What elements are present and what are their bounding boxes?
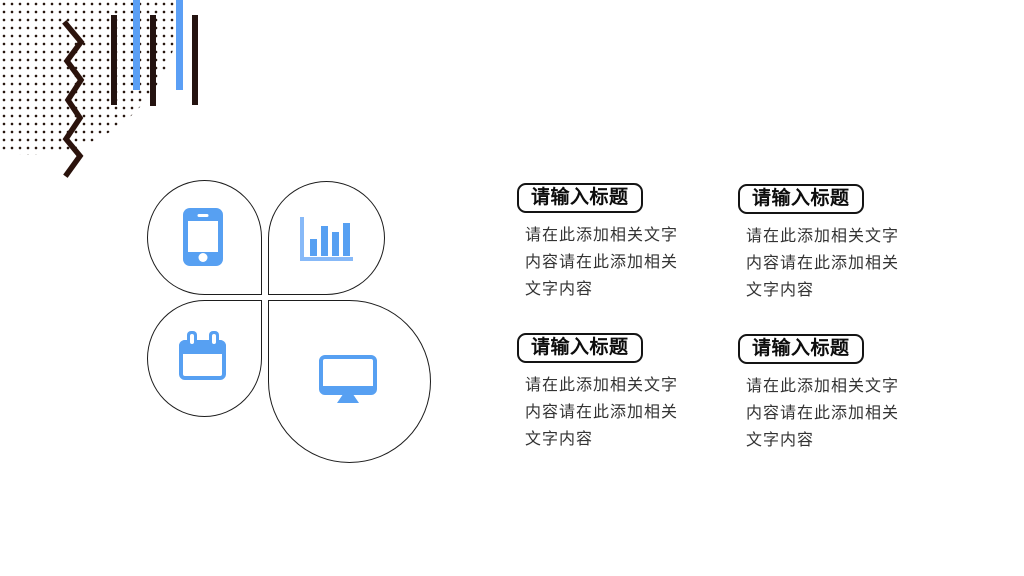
- content-block-3: 请输入标题 请在此添加相关文字内容请在此添加相关文字内容: [517, 333, 707, 453]
- content-block-2: 请输入标题 请在此添加相关文字内容请在此添加相关文字内容: [738, 184, 928, 304]
- decor-bar-blue-1: [133, 0, 140, 90]
- chart-bar-4: [343, 223, 350, 256]
- chart-bar-1: [310, 239, 317, 256]
- monitor-icon: [319, 355, 377, 403]
- chart-bar-3: [332, 232, 339, 256]
- decor-bar-blue-2: [176, 0, 183, 90]
- calendar-ring-left: [187, 331, 197, 348]
- calendar-ring-right: [209, 331, 219, 348]
- monitor-stand: [337, 394, 359, 403]
- title-placeholder-2[interactable]: 请输入标题: [738, 184, 864, 214]
- phone-screen: [188, 221, 218, 252]
- phone-speaker: [197, 214, 209, 217]
- bar-chart-icon: [300, 215, 355, 261]
- halftone-dots-decoration: [0, 0, 180, 155]
- body-placeholder-3[interactable]: 请在此添加相关文字内容请在此添加相关文字内容: [525, 377, 679, 448]
- decor-bar-dark-1: [111, 15, 117, 105]
- title-placeholder-1[interactable]: 请输入标题: [517, 183, 643, 213]
- body-placeholder-2[interactable]: 请在此添加相关文字内容请在此添加相关文字内容: [746, 228, 900, 299]
- monitor-screen: [319, 355, 377, 395]
- content-block-1: 请输入标题 请在此添加相关文字内容请在此添加相关文字内容: [517, 183, 707, 303]
- content-block-4: 请输入标题 请在此添加相关文字内容请在此添加相关文字内容: [738, 334, 928, 454]
- chart-bar-2: [321, 226, 328, 256]
- chart-axis-y: [300, 217, 304, 261]
- decor-bar-dark-2: [150, 15, 156, 106]
- phone-home-button: [198, 253, 208, 262]
- smartphone-icon: [183, 208, 223, 266]
- body-placeholder-1[interactable]: 请在此添加相关文字内容请在此添加相关文字内容: [525, 227, 679, 298]
- chart-axis-x: [300, 257, 353, 261]
- body-placeholder-4[interactable]: 请在此添加相关文字内容请在此添加相关文字内容: [746, 378, 900, 449]
- title-placeholder-4[interactable]: 请输入标题: [738, 334, 864, 364]
- calendar-icon: [179, 331, 226, 380]
- zigzag-line-decoration: [62, 20, 85, 178]
- decor-bar-dark-3: [192, 15, 198, 105]
- title-placeholder-3[interactable]: 请输入标题: [517, 333, 643, 363]
